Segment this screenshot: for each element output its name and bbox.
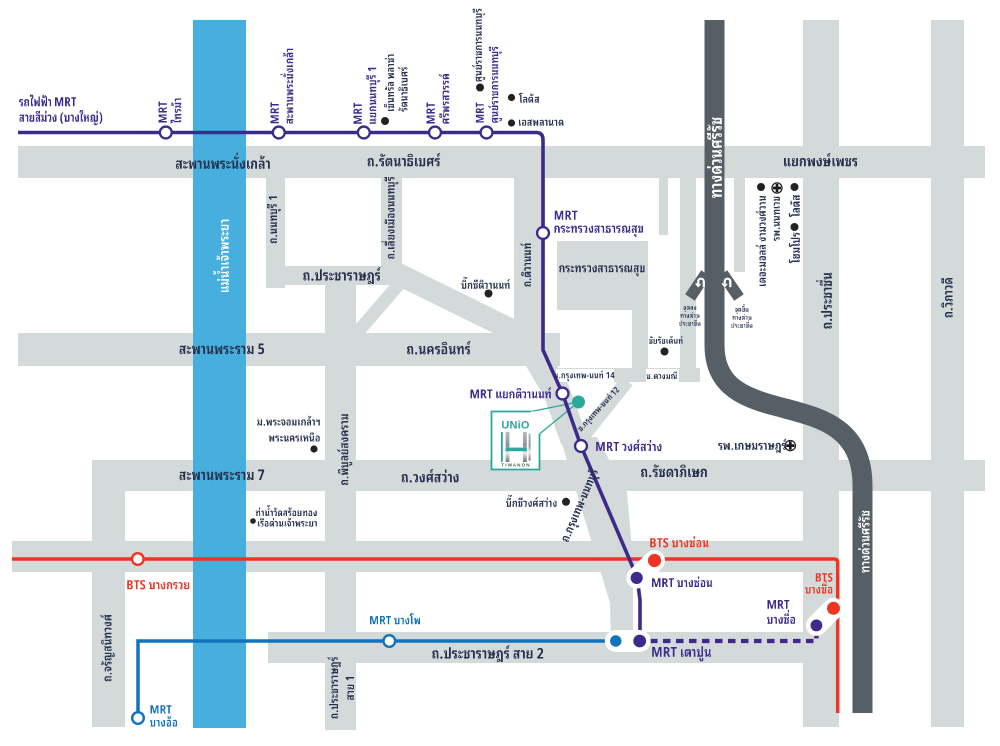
svg-text:TIWANON: TIWANON: [501, 463, 530, 468]
svg-text:UNiO: UNiO: [501, 420, 530, 432]
